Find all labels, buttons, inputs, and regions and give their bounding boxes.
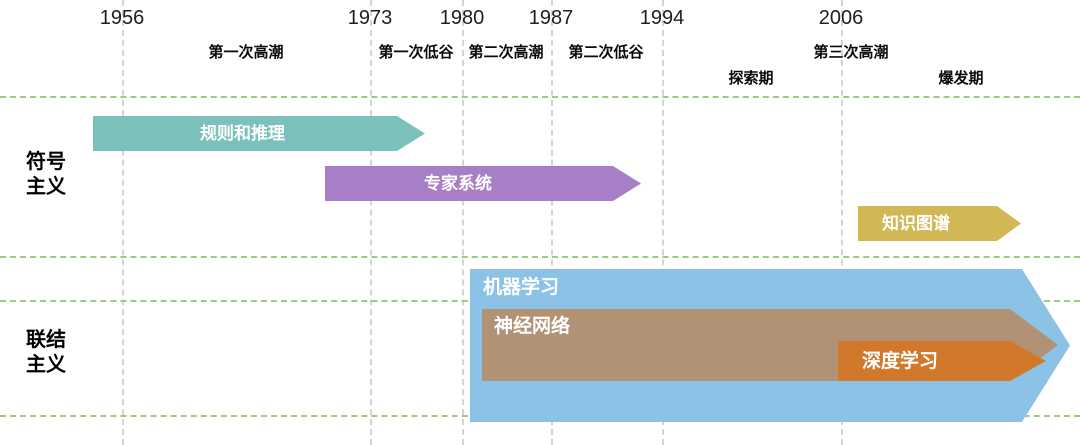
gridline-horizontal-top (0, 96, 1080, 98)
row-label-connectionism: 联结 主义 (26, 329, 66, 376)
era-label-second-boom: 第二次高潮 (468, 44, 544, 61)
bar-deep-learning[interactable]: 深度学习 (838, 341, 1046, 381)
era-label-first-boom: 第一次高潮 (208, 44, 284, 61)
year-label-1956: 1956 (99, 7, 145, 29)
gridline-vertical-1980 (462, 0, 464, 445)
bar-label-machine-learning: 机器学习 (483, 277, 560, 298)
gridline-vertical-1973 (370, 0, 372, 445)
year-label-1973: 1973 (347, 7, 393, 29)
year-label-1987: 1987 (528, 7, 574, 29)
era-label-third-boom: 第三次高潮 (813, 44, 889, 61)
year-label-1994: 1994 (639, 7, 685, 29)
bar-knowledge-graph[interactable]: 知识图谱 (858, 206, 1021, 241)
gridline-vertical-1994 (662, 0, 664, 445)
bar-expert-system[interactable]: 专家系统 (325, 166, 641, 201)
gridline-vertical-1956 (122, 0, 124, 445)
year-label-1980: 1980 (439, 7, 485, 29)
year-label-2006: 2006 (818, 7, 864, 29)
bar-label-neural-network: 神经网络 (494, 316, 571, 337)
gridline-vertical-2006 (841, 0, 843, 445)
gridline-horizontal-mid-a (0, 256, 1080, 258)
bar-label-deep-learning: 深度学习 (862, 350, 939, 372)
bar-rules-and-reasoning[interactable]: 规则和推理 (93, 116, 425, 151)
gridline-vertical-1987 (551, 0, 553, 445)
era-label-second-trough: 第二次低谷 (568, 44, 644, 61)
bar-label-rules-and-reasoning: 规则和推理 (200, 124, 285, 143)
row-label-symbolism: 符号 主义 (26, 151, 66, 198)
bar-label-knowledge-graph: 知识图谱 (882, 214, 950, 233)
era-label-explosion: 爆发期 (938, 70, 984, 87)
era-label-first-trough: 第一次低谷 (378, 44, 454, 61)
bar-label-expert-system: 专家系统 (424, 174, 492, 193)
era-label-exploration: 探索期 (728, 70, 774, 87)
